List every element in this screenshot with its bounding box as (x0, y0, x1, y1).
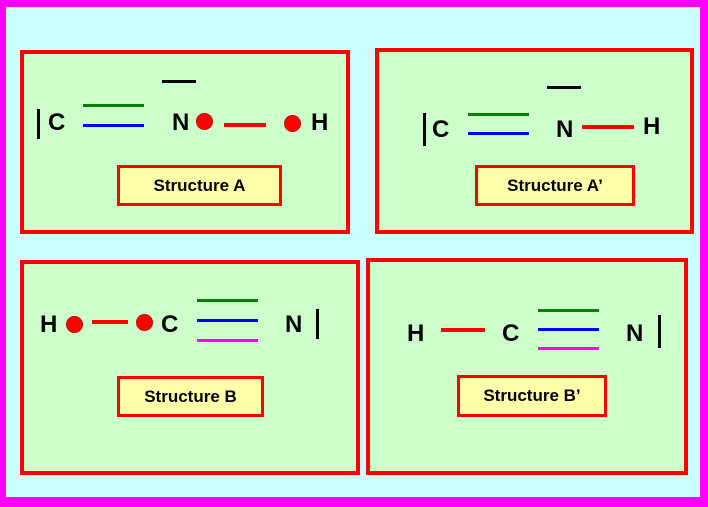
bond-pi-blue-a (83, 124, 144, 127)
bond-sigma-a (224, 123, 266, 127)
bond-pi-green-a (83, 104, 144, 107)
atom-n-a: N (172, 109, 190, 136)
atom-h-a: H (311, 109, 329, 136)
label-structure-b: Structure B (117, 376, 264, 417)
panel-structure-b-prime (366, 258, 688, 475)
bond-pi-green-b (197, 299, 258, 302)
bond-pi-magenta-b (197, 339, 258, 342)
label-structure-b-prime: Structure B’ (457, 375, 607, 417)
panel-structure-a (20, 50, 350, 234)
atom-c-b-prime: C (502, 320, 520, 347)
atom-h-a-prime: H (643, 113, 661, 140)
bond-pi-magenta-b-prime (538, 347, 599, 350)
lone-pair-c-a (37, 109, 40, 139)
lone-pair-n-a (162, 80, 196, 83)
electron-c-b (136, 314, 153, 331)
electron-h-a (284, 115, 301, 132)
bond-pi-blue-b-prime (538, 328, 599, 331)
electron-h-b (66, 316, 83, 333)
electron-n-a (196, 113, 213, 130)
label-structure-a: Structure A (117, 165, 282, 206)
lone-pair-c-a-prime (423, 113, 426, 146)
atom-c-a: C (48, 109, 66, 136)
bond-sigma-b (92, 320, 128, 324)
atom-h-b-prime: H (407, 320, 425, 347)
atom-n-a-prime: N (556, 116, 574, 143)
label-structure-a-prime: Structure A’ (475, 165, 635, 206)
atom-c-b: C (161, 311, 179, 338)
lone-pair-n-b (316, 309, 319, 339)
panel-structure-b (20, 260, 360, 475)
lone-pair-n-b-prime (658, 315, 661, 348)
atom-n-b: N (285, 311, 303, 338)
bond-pi-green-a-prime (468, 113, 529, 116)
bond-pi-blue-b (197, 319, 258, 322)
bond-sigma-a-prime (582, 125, 634, 129)
atom-h-b: H (40, 311, 58, 338)
atom-n-b-prime: N (626, 320, 644, 347)
bond-pi-green-b-prime (538, 309, 599, 312)
bond-pi-blue-a-prime (468, 132, 529, 135)
lone-pair-n-a-prime (547, 86, 581, 89)
atom-c-a-prime: C (432, 116, 450, 143)
bond-sigma-b-prime (441, 328, 485, 332)
